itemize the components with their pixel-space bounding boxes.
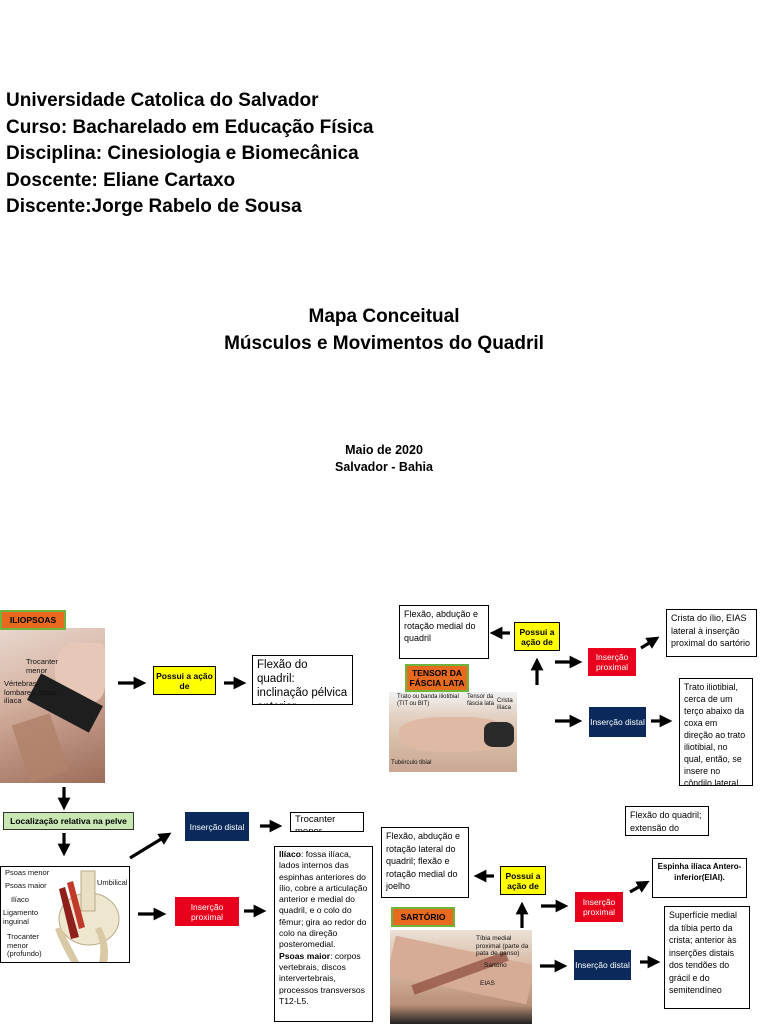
student-line: Discente:Jorge Rabelo de Sousa (6, 196, 302, 217)
arrow-to-distal (129, 832, 172, 860)
iliopsoas-photo: Trocanter menor Vértebras lombares, foss… (0, 628, 105, 783)
sartorio-action-tag: Possui a ação de (500, 866, 546, 895)
iliopsoas-name-tag: ILIOPSOAS (0, 610, 66, 630)
sartorio-name-tag: SARTÓRIO (391, 907, 455, 927)
label-umbilical: Umbilical (97, 878, 128, 887)
label-tibia: Tíbia medial proximal (parte da pata de … (476, 935, 529, 957)
label-vertebras: Vértebras lombares, fossa ilíaca (4, 679, 57, 705)
iliopsoas-distal-tag: Inserção distal (185, 812, 249, 841)
label-sartorio: Sartório (484, 962, 507, 969)
tfl-distal-tag: Inserção distal (589, 707, 646, 737)
sartorio-top-text: Flexão do quadril; extensão do joelho (625, 806, 709, 836)
university-line: Universidade Catolica do Salvador (6, 90, 319, 111)
arrow-tfl-proximal-text (640, 636, 660, 650)
label-trocanter: Trocanter menor (26, 657, 58, 675)
iliopsoas-proximal-text: Ilíaco: fossa ilíaca, lados internos das… (274, 846, 373, 1022)
title-line-2: Músculos e Movimentos do Quadril (224, 333, 544, 354)
date-block: Maio de 2020 Salvador - Bahia (0, 442, 768, 476)
proximal-iliaco-text: : fossa ilíaca, lados internos das espin… (279, 849, 368, 950)
tfl-photo: Trato ou banda iliotibial (TIT ou BIT) T… (389, 692, 517, 772)
date-line: Maio de 2020 (345, 443, 423, 457)
label-trocanter-profundo: Trocanter menor (profundo) (7, 932, 42, 958)
iliopsoas-action-tag: Possui a ação de (153, 666, 216, 695)
iliopsoas-proximal-tag: Inserção proximal (175, 897, 239, 926)
header-block: Universidade Catolica do Salvador Curso:… (6, 88, 373, 221)
label-tuberculo: Tubérculo tibial (391, 760, 432, 766)
tfl-action-text: Flexão, abdução e rotação medial do quad… (399, 605, 489, 659)
tfl-proximal-tag: Inserção proximal (588, 648, 636, 676)
iliopsoas-location-tag: Localização relativa na pelve (3, 812, 134, 830)
proximal-psoas-label: Psoas maior (279, 950, 331, 961)
label-trato: Trato ou banda iliotibial (TIT ou BIT) (397, 694, 459, 707)
discipline-line: Disciplina: Cinesiologia e Biomecânica (6, 143, 359, 164)
tfl-distal-text: Trato iliotibial, cerca de um terço abai… (679, 678, 753, 786)
tfl-proximal-text: Crista do ílio, EIAS lateral à inserção … (666, 609, 757, 657)
sartorio-action-text: Flexão, abdução e rotação lateral do qua… (381, 827, 469, 898)
label-iliaco: Ilíaco (11, 895, 29, 904)
teacher-line: Doscente: Eliane Cartaxo (6, 169, 236, 191)
proximal-psoas-text: : corpos vertebrais, discos intervertebr… (279, 950, 365, 1006)
label-eias: EIAS (480, 980, 495, 987)
iliopsoas-action-text: Flexão do quadril: inclinação pélvica an… (252, 655, 353, 705)
course-line: Curso: Bacharelado em Educação Física (6, 116, 374, 138)
arrow-sart-proximal-text (629, 880, 650, 894)
sartorio-distal-tag: Inserção distal (574, 950, 631, 980)
muscle-overlay (11, 713, 69, 783)
iliopsoas-distal-text: Trocanter menor (290, 812, 364, 832)
pelvis-illustration (55, 870, 120, 962)
place-line: Salvador - Bahia (335, 460, 433, 474)
tfl-action-tag: Possui a ação de (514, 622, 560, 651)
label-crista: Crista ilíaca (497, 698, 513, 711)
pelvis-diagram: Psoas menor Psoas maior Ilíaco Ligamento… (0, 866, 130, 963)
shorts-shape-tfl (484, 722, 514, 747)
title-line-1: Mapa Conceitual (308, 306, 460, 327)
tfl-name-tag: TENSOR DA FÁSCIA LATA (405, 664, 469, 692)
page-title: Mapa Conceitual Músculos e Movimentos do… (0, 303, 768, 357)
sartorio-proximal-text: Espinha ilíaca Antero-inferior(EIAI). (652, 858, 747, 898)
proximal-iliaco-label: Ilíaco (279, 849, 301, 859)
sartorio-proximal-tag: Inserção proximal (575, 892, 623, 922)
label-psoas-menor: Psoas menor (5, 868, 50, 877)
label-ligamento: Ligamento inguinal (3, 908, 39, 926)
label-psoas-maior: Psoas maior (5, 881, 47, 890)
sartorio-distal-text: Superfície medial da tíbia perto da cris… (664, 906, 750, 1009)
label-tensor: Tensor da fáscia lata (467, 694, 495, 707)
sartorio-photo: Tíbia medial proximal (parte da pata de … (390, 930, 532, 1024)
